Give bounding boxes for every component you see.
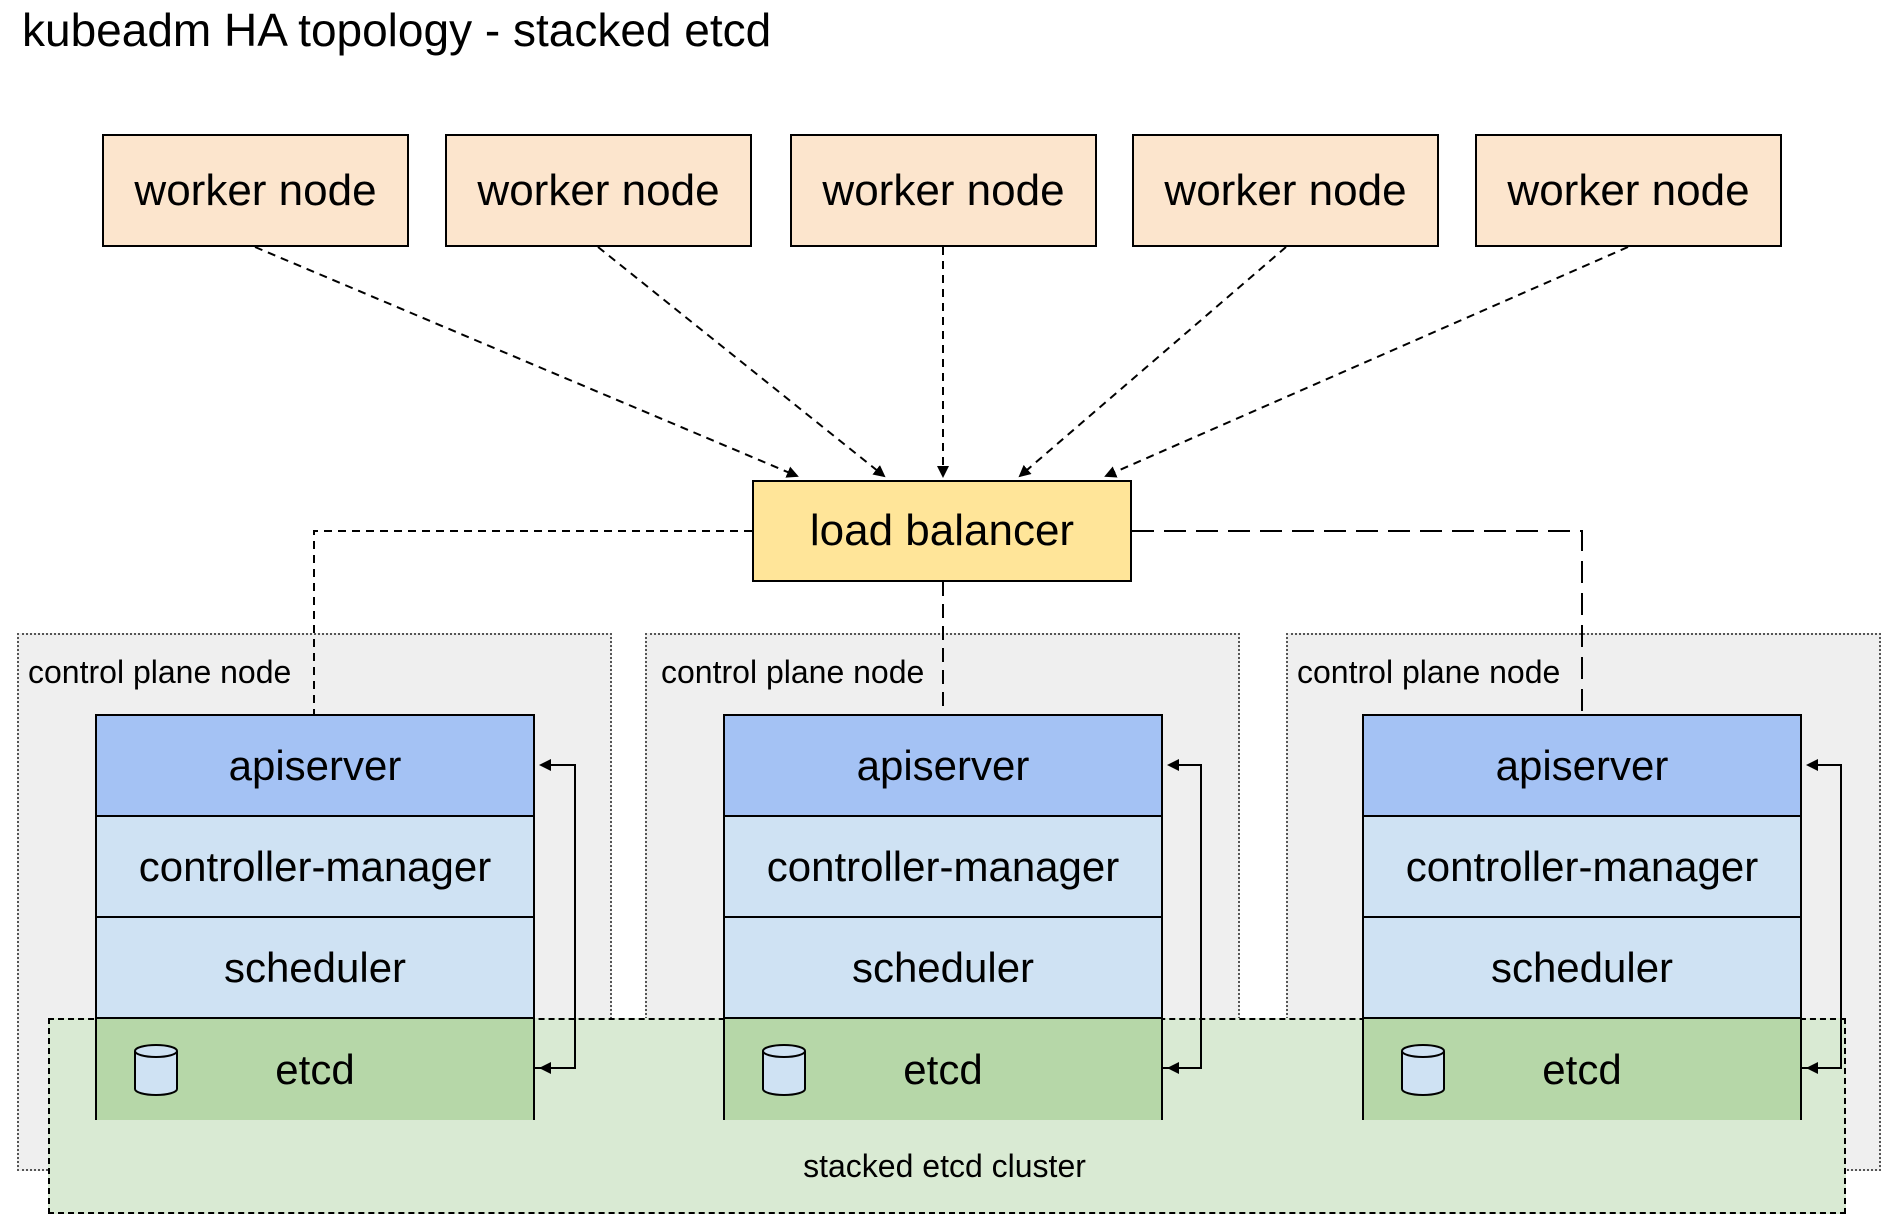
worker-node-label: worker node: [822, 165, 1065, 215]
worker-node-label: worker node: [134, 165, 377, 215]
stacked-etcd-cluster-label: stacked etcd cluster: [803, 1148, 1086, 1184]
scheduler-box: scheduler: [725, 918, 1161, 1019]
apiserver-etcd-link: [1802, 759, 1842, 1069]
worker-node-1: worker node: [102, 134, 409, 247]
component-stack: apiserver controller-manager scheduler e…: [95, 714, 535, 1120]
database-icon: [1401, 1044, 1445, 1096]
apiserver-box: apiserver: [1364, 716, 1800, 817]
load-balancer: load balancer: [752, 480, 1132, 582]
controller-manager-box: controller-manager: [97, 817, 533, 918]
etcd-label: etcd: [1542, 1045, 1622, 1093]
apiserver-label: apiserver: [228, 741, 402, 789]
control-plane-node-label: control plane node: [661, 654, 925, 690]
worker-to-lb-arrow: [254, 246, 799, 478]
worker-node-2: worker node: [445, 134, 752, 247]
worker-node-5: worker node: [1475, 134, 1782, 247]
worker-node-3: worker node: [790, 134, 1097, 247]
worker-node-label: worker node: [1164, 165, 1407, 215]
apiserver-box: apiserver: [97, 716, 533, 817]
scheduler-label: scheduler: [851, 943, 1035, 991]
scheduler-label: scheduler: [223, 943, 407, 991]
etcd-box: etcd: [97, 1019, 533, 1120]
apiserver-etcd-link: [535, 759, 576, 1069]
etcd-label: etcd: [903, 1045, 983, 1093]
scheduler-box: scheduler: [1364, 918, 1800, 1019]
worker-to-lb-arrow: [1104, 246, 1629, 478]
lb-to-apiserver-line: [1132, 530, 1583, 714]
worker-to-lb-arrow: [597, 246, 886, 478]
controller-manager-label: controller-manager: [1405, 842, 1759, 890]
database-icon: [762, 1044, 806, 1096]
database-icon: [134, 1044, 178, 1096]
load-balancer-label: load balancer: [809, 506, 1075, 555]
controller-manager-box: controller-manager: [1364, 817, 1800, 918]
component-stack: apiserver controller-manager scheduler e…: [1362, 714, 1802, 1120]
worker-node-label: worker node: [477, 165, 720, 215]
etcd-box: etcd: [725, 1019, 1161, 1120]
etcd-box: etcd: [1364, 1019, 1800, 1120]
lb-to-apiserver-line: [313, 530, 752, 714]
apiserver-box: apiserver: [725, 716, 1161, 817]
scheduler-box: scheduler: [97, 918, 533, 1019]
etcd-label: etcd: [275, 1045, 355, 1093]
apiserver-etcd-link: [1163, 759, 1202, 1069]
control-plane-node-label: control plane node: [1297, 654, 1561, 690]
apiserver-label: apiserver: [1495, 741, 1669, 789]
controller-manager-box: controller-manager: [725, 817, 1161, 918]
worker-node-label: worker node: [1507, 165, 1750, 215]
controller-manager-label: controller-manager: [766, 842, 1120, 890]
worker-node-4: worker node: [1132, 134, 1439, 247]
component-stack: apiserver controller-manager scheduler e…: [723, 714, 1163, 1120]
apiserver-label: apiserver: [856, 741, 1030, 789]
control-plane-node-label: control plane node: [28, 654, 292, 690]
controller-manager-label: controller-manager: [138, 842, 492, 890]
worker-to-lb-arrow: [1018, 246, 1287, 478]
scheduler-label: scheduler: [1490, 943, 1674, 991]
diagram-title: kubeadm HA topology - stacked etcd: [22, 4, 772, 56]
